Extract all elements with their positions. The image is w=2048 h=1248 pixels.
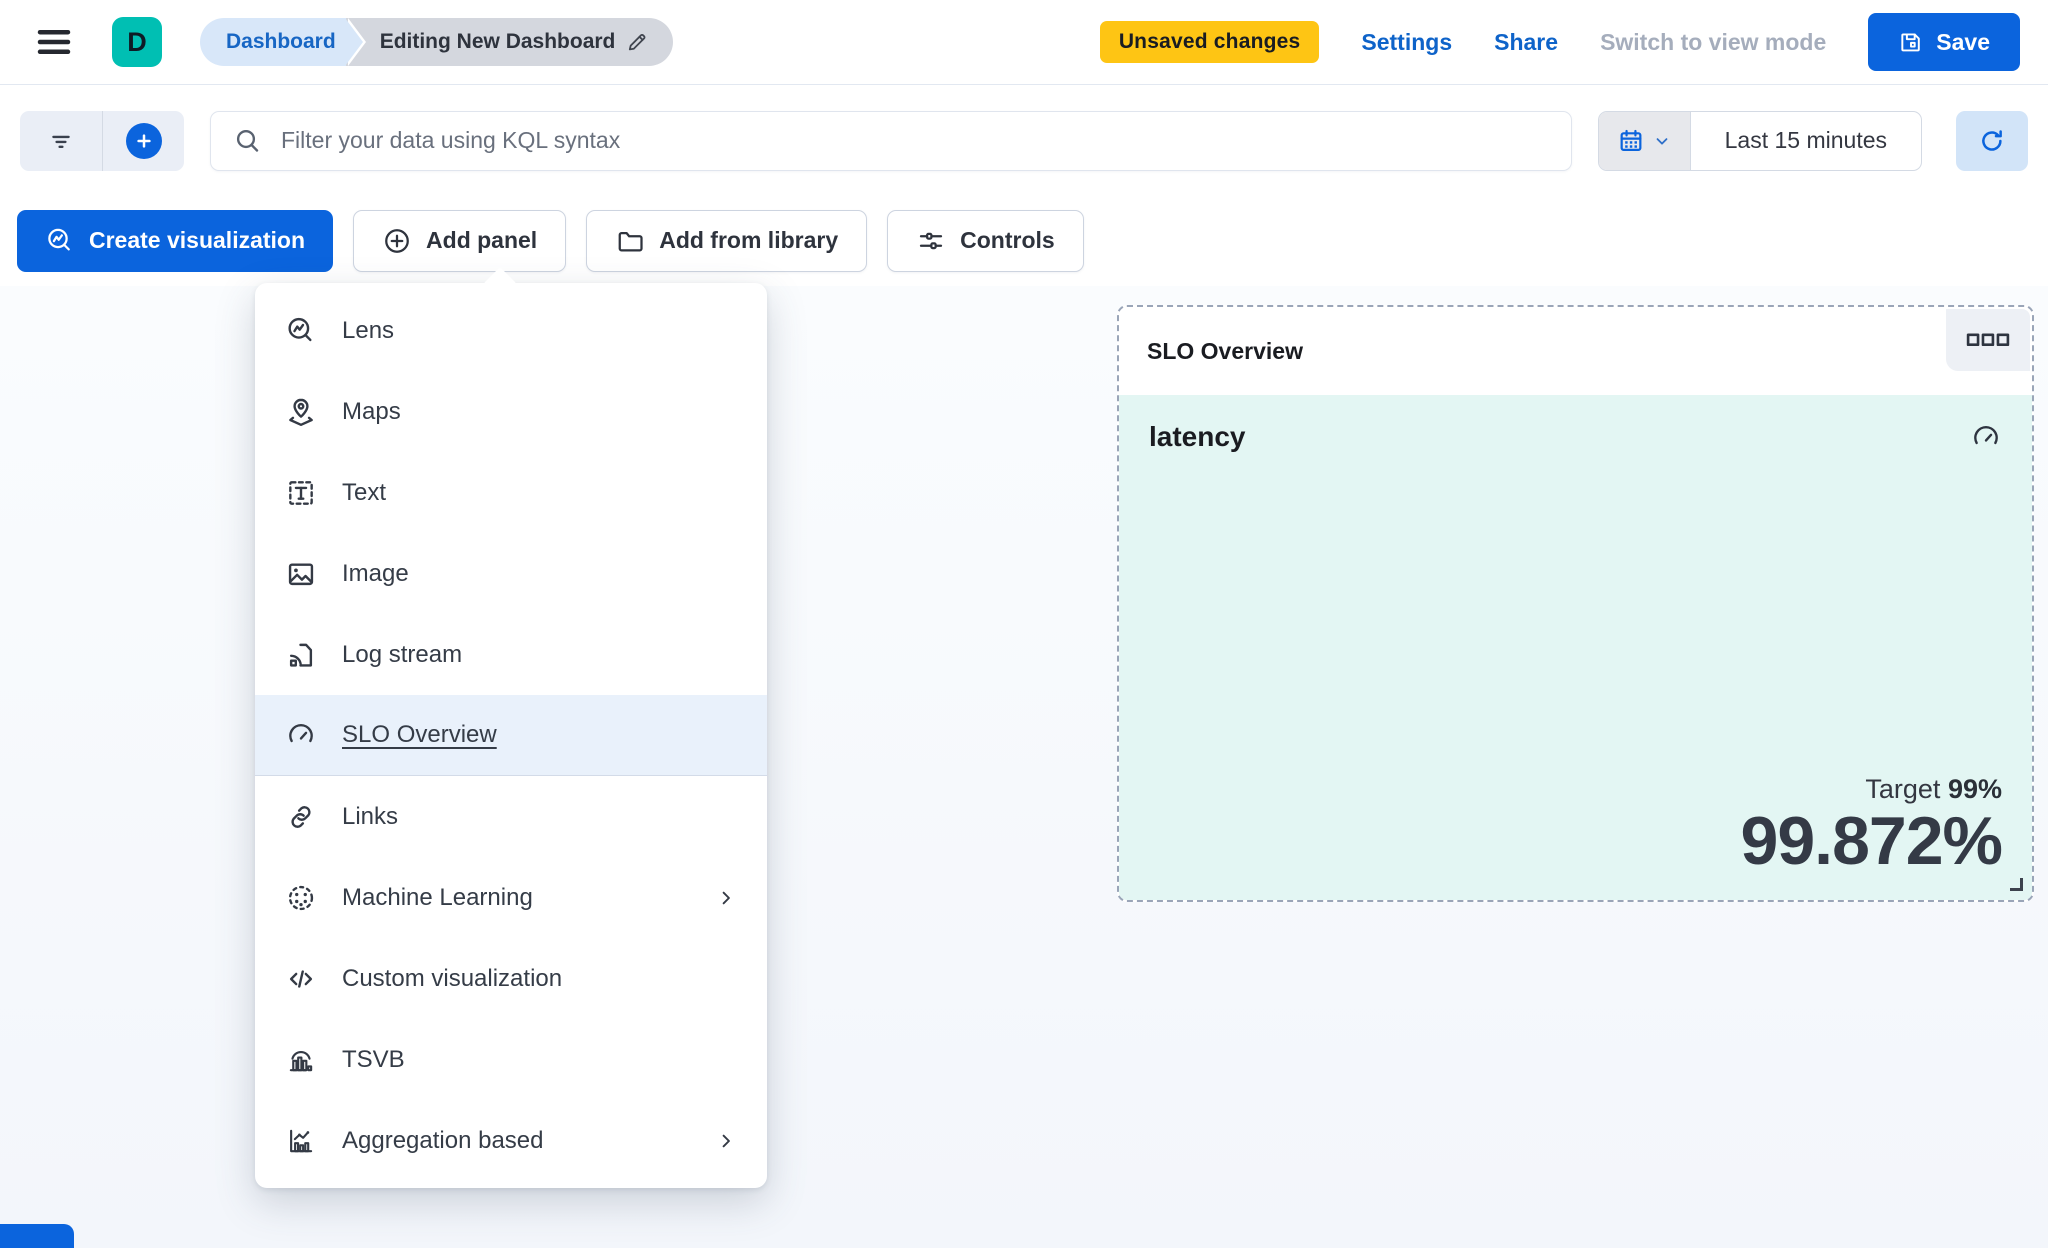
breadcrumb-current[interactable]: Editing New Dashboard (345, 18, 674, 66)
top-bar: D Dashboard Editing New Dashboard Unsave… (0, 0, 2048, 85)
partial-panel-fragment[interactable] (0, 1224, 74, 1248)
slo-overview-panel: SLO Overview latency Target 99% 99.872% (1117, 305, 2034, 902)
menu-item-label: Log stream (342, 640, 463, 668)
panel-header[interactable]: SLO Overview (1119, 307, 2032, 395)
map-pin-icon (285, 396, 317, 428)
filter-funnel-button[interactable] (20, 111, 102, 171)
edit-pencil-icon (625, 30, 649, 54)
menu-item-tsvb[interactable]: TSVB (255, 1019, 767, 1100)
search-icon (233, 126, 263, 156)
slo-target-label: Target (1865, 773, 1941, 804)
gauge-icon (1970, 421, 2002, 453)
lens-icon (285, 315, 317, 347)
menu-item-links[interactable]: Links (255, 776, 767, 857)
log-stream-icon (285, 639, 317, 671)
breadcrumb-current-label: Editing New Dashboard (379, 30, 616, 53)
breadcrumb-dashboard[interactable]: Dashboard (200, 18, 363, 66)
gauge-icon (285, 719, 317, 751)
editor-toolbar: Create visualization Add panel Add from … (0, 195, 2048, 286)
menu-item-custom-visualization[interactable]: Custom visualization (255, 938, 767, 1019)
filter-controls-group (20, 110, 184, 171)
menu-item-text[interactable]: Text (255, 452, 767, 533)
menu-item-label: Custom visualization (342, 964, 563, 992)
text-icon (285, 477, 317, 509)
add-filter-button[interactable] (102, 110, 184, 171)
add-panel-menu: Lens Maps Text (255, 267, 767, 1188)
menu-item-label: Machine Learning (342, 883, 533, 911)
kql-search-input[interactable] (279, 126, 1549, 155)
controls-label: Controls (960, 227, 1055, 253)
menu-item-label: Aggregation based (342, 1126, 544, 1154)
controls-button[interactable]: Controls (887, 209, 1084, 272)
menu-item-slo-overview[interactable]: SLO Overview (255, 695, 767, 776)
space-avatar-letter: D (127, 26, 147, 57)
panel-title: SLO Overview (1147, 337, 1303, 364)
menu-item-maps[interactable]: Maps (255, 371, 767, 452)
menu-item-label: Maps (342, 397, 401, 425)
save-button[interactable]: Save (1868, 13, 2020, 71)
slo-value: 99.872% (1740, 802, 2003, 879)
switch-view-mode-link[interactable]: Switch to view mode (1600, 28, 1827, 55)
menu-item-lens[interactable]: Lens (255, 290, 767, 371)
menu-item-label: Image (342, 559, 409, 587)
settings-link[interactable]: Settings (1361, 28, 1453, 55)
save-floppy-icon (1898, 29, 1924, 55)
space-avatar[interactable]: D (112, 17, 162, 67)
save-button-label: Save (1936, 28, 1990, 55)
aggregation-chart-icon (285, 1125, 317, 1157)
menu-item-aggregation-based[interactable]: Aggregation based (255, 1100, 767, 1181)
query-bar: Last 15 minutes (0, 86, 2048, 195)
menu-item-label: SLO Overview (342, 721, 497, 748)
menu-item-label: Text (342, 478, 387, 506)
calendar-dropdown-button[interactable] (1598, 111, 1691, 170)
code-icon (285, 963, 317, 995)
slo-target-line: Target 99% (1741, 774, 2002, 805)
chevron-right-icon (715, 1130, 737, 1152)
slo-target-value: 99% (1947, 773, 2002, 804)
breadcrumb-root-label: Dashboard (226, 30, 336, 53)
folder-icon (615, 226, 645, 256)
create-visualization-label: Create visualization (89, 227, 306, 253)
unsaved-changes-badge: Unsaved changes (1099, 21, 1320, 63)
menu-item-label: TSVB (342, 1045, 405, 1073)
menu-item-machine-learning[interactable]: Machine Learning (255, 857, 767, 938)
lens-icon (45, 226, 75, 256)
calendar-icon (1617, 127, 1645, 155)
add-from-library-button[interactable]: Add from library (586, 209, 868, 272)
panel-options-icon (1966, 333, 2010, 347)
breadcrumb: Dashboard Editing New Dashboard (200, 18, 674, 66)
slo-metric-name: latency (1149, 421, 1246, 452)
menu-item-image[interactable]: Image (255, 533, 767, 614)
breadcrumb-arrow (344, 18, 363, 66)
menu-item-label: Links (342, 802, 399, 830)
slo-panel-body: latency Target 99% 99.872% (1119, 395, 2032, 900)
link-icon (285, 801, 317, 833)
time-range-value[interactable]: Last 15 minutes (1724, 127, 1887, 153)
menu-item-log-stream[interactable]: Log stream (255, 614, 767, 695)
refresh-icon (1982, 129, 2002, 151)
chevron-down-icon (1653, 132, 1671, 150)
image-icon (285, 558, 317, 590)
create-visualization-button[interactable]: Create visualization (17, 209, 334, 272)
sliders-icon (916, 226, 946, 256)
menu-hamburger-icon[interactable] (32, 20, 76, 64)
panel-options-button[interactable] (1946, 309, 2030, 371)
tsvb-chart-icon (285, 1044, 317, 1076)
refresh-button[interactable] (1956, 110, 2028, 171)
kql-search-box (210, 110, 1572, 171)
plus-circle-icon (125, 122, 162, 159)
add-panel-button[interactable]: Add panel (353, 209, 567, 272)
add-panel-label: Add panel (426, 227, 538, 253)
plus-circle-outline-icon (382, 226, 412, 256)
share-link[interactable]: Share (1494, 28, 1559, 55)
chevron-right-icon (715, 887, 737, 909)
top-bar-actions: Unsaved changes Settings Share Switch to… (1099, 13, 2022, 71)
slo-metric-figures: Target 99% 99.872% (1740, 774, 2003, 879)
time-range-picker: Last 15 minutes (1597, 110, 1922, 171)
menu-item-label: Lens (342, 316, 395, 344)
add-from-library-label: Add from library (659, 227, 839, 253)
machine-learning-icon (285, 882, 317, 914)
panel-resize-handle[interactable] (2010, 878, 2023, 891)
